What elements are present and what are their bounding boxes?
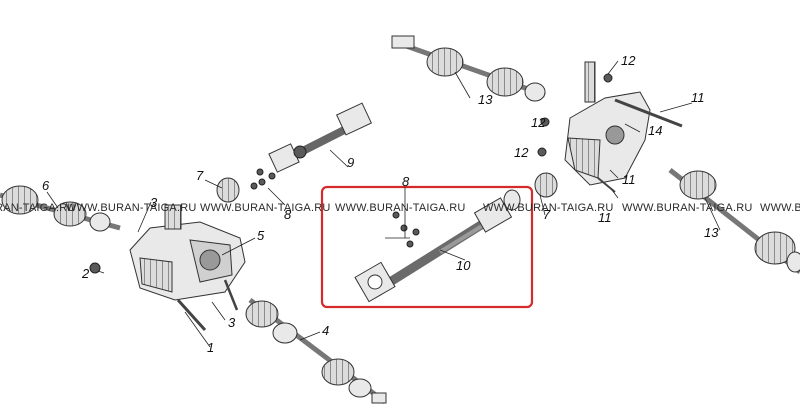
cardan-shaft-upper: [250, 102, 373, 190]
callout-2: 2: [81, 266, 90, 281]
watermark-1: WWW.BURAN-TAIGA.RU: [0, 202, 76, 214]
watermark-row: WWW.BURAN-TAIGA.RU WWW.BURAN-TAIGA.RU WW…: [0, 202, 800, 214]
callout-4: 4: [322, 323, 329, 338]
watermark-2: WWW.BURAN-TAIGA.RU: [66, 202, 197, 214]
callout-13-bottom: 13: [704, 225, 719, 240]
lower-drive-shaft: [245, 298, 387, 404]
callout-14: 14: [648, 123, 662, 138]
lower-rear-shaft: [668, 168, 800, 274]
watermark-5: WWW.BURAN-TAIGA.RU: [483, 202, 614, 214]
callout-11-low: 11: [598, 210, 612, 225]
callout-5: 5: [257, 228, 265, 243]
leader-lines: [46, 60, 721, 348]
front-gearbox: [89, 204, 246, 332]
watermark-3: WWW.BURAN-TAIGA.RU: [200, 202, 331, 214]
watermark-7: WWW.BURAN-TAIGA.RU: [760, 202, 800, 214]
callout-12-top: 12: [621, 53, 636, 68]
left-drive-shaft: [0, 185, 121, 232]
callout-13-top: 13: [478, 92, 493, 107]
callout-11-mid: 11: [622, 172, 636, 187]
callout-3-bottom: 3: [228, 315, 236, 330]
cardan-shaft-10: [354, 189, 521, 303]
callout-7-right: 7: [543, 207, 551, 222]
callout-7-left: 7: [196, 168, 204, 183]
callout-8-center: 8: [402, 174, 410, 189]
callout-12-mid: 12: [531, 115, 546, 130]
callout-8-left: 8: [284, 207, 292, 222]
callout-1: 1: [207, 340, 214, 355]
callout-12-low: 12: [514, 145, 529, 160]
callout-11-top: 11: [691, 90, 705, 105]
watermark-4: WWW.BURAN-TAIGA.RU: [335, 202, 466, 214]
bellows-right: [534, 172, 558, 198]
callouts: 1 2 3 3 4 5 6 7 7 8 8 9 10 11 11 11 12 1…: [42, 53, 719, 355]
bellows-left: [216, 177, 240, 203]
upper-rear-shaft: [391, 35, 546, 102]
callout-10: 10: [456, 258, 471, 273]
watermark-6: WWW.BURAN-TAIGA.RU: [622, 202, 753, 214]
callout-9: 9: [347, 155, 354, 170]
rear-gearbox: [537, 61, 683, 193]
callout-3-top: 3: [150, 195, 158, 210]
highlight-frame: [320, 185, 534, 309]
callout-6: 6: [42, 178, 50, 193]
